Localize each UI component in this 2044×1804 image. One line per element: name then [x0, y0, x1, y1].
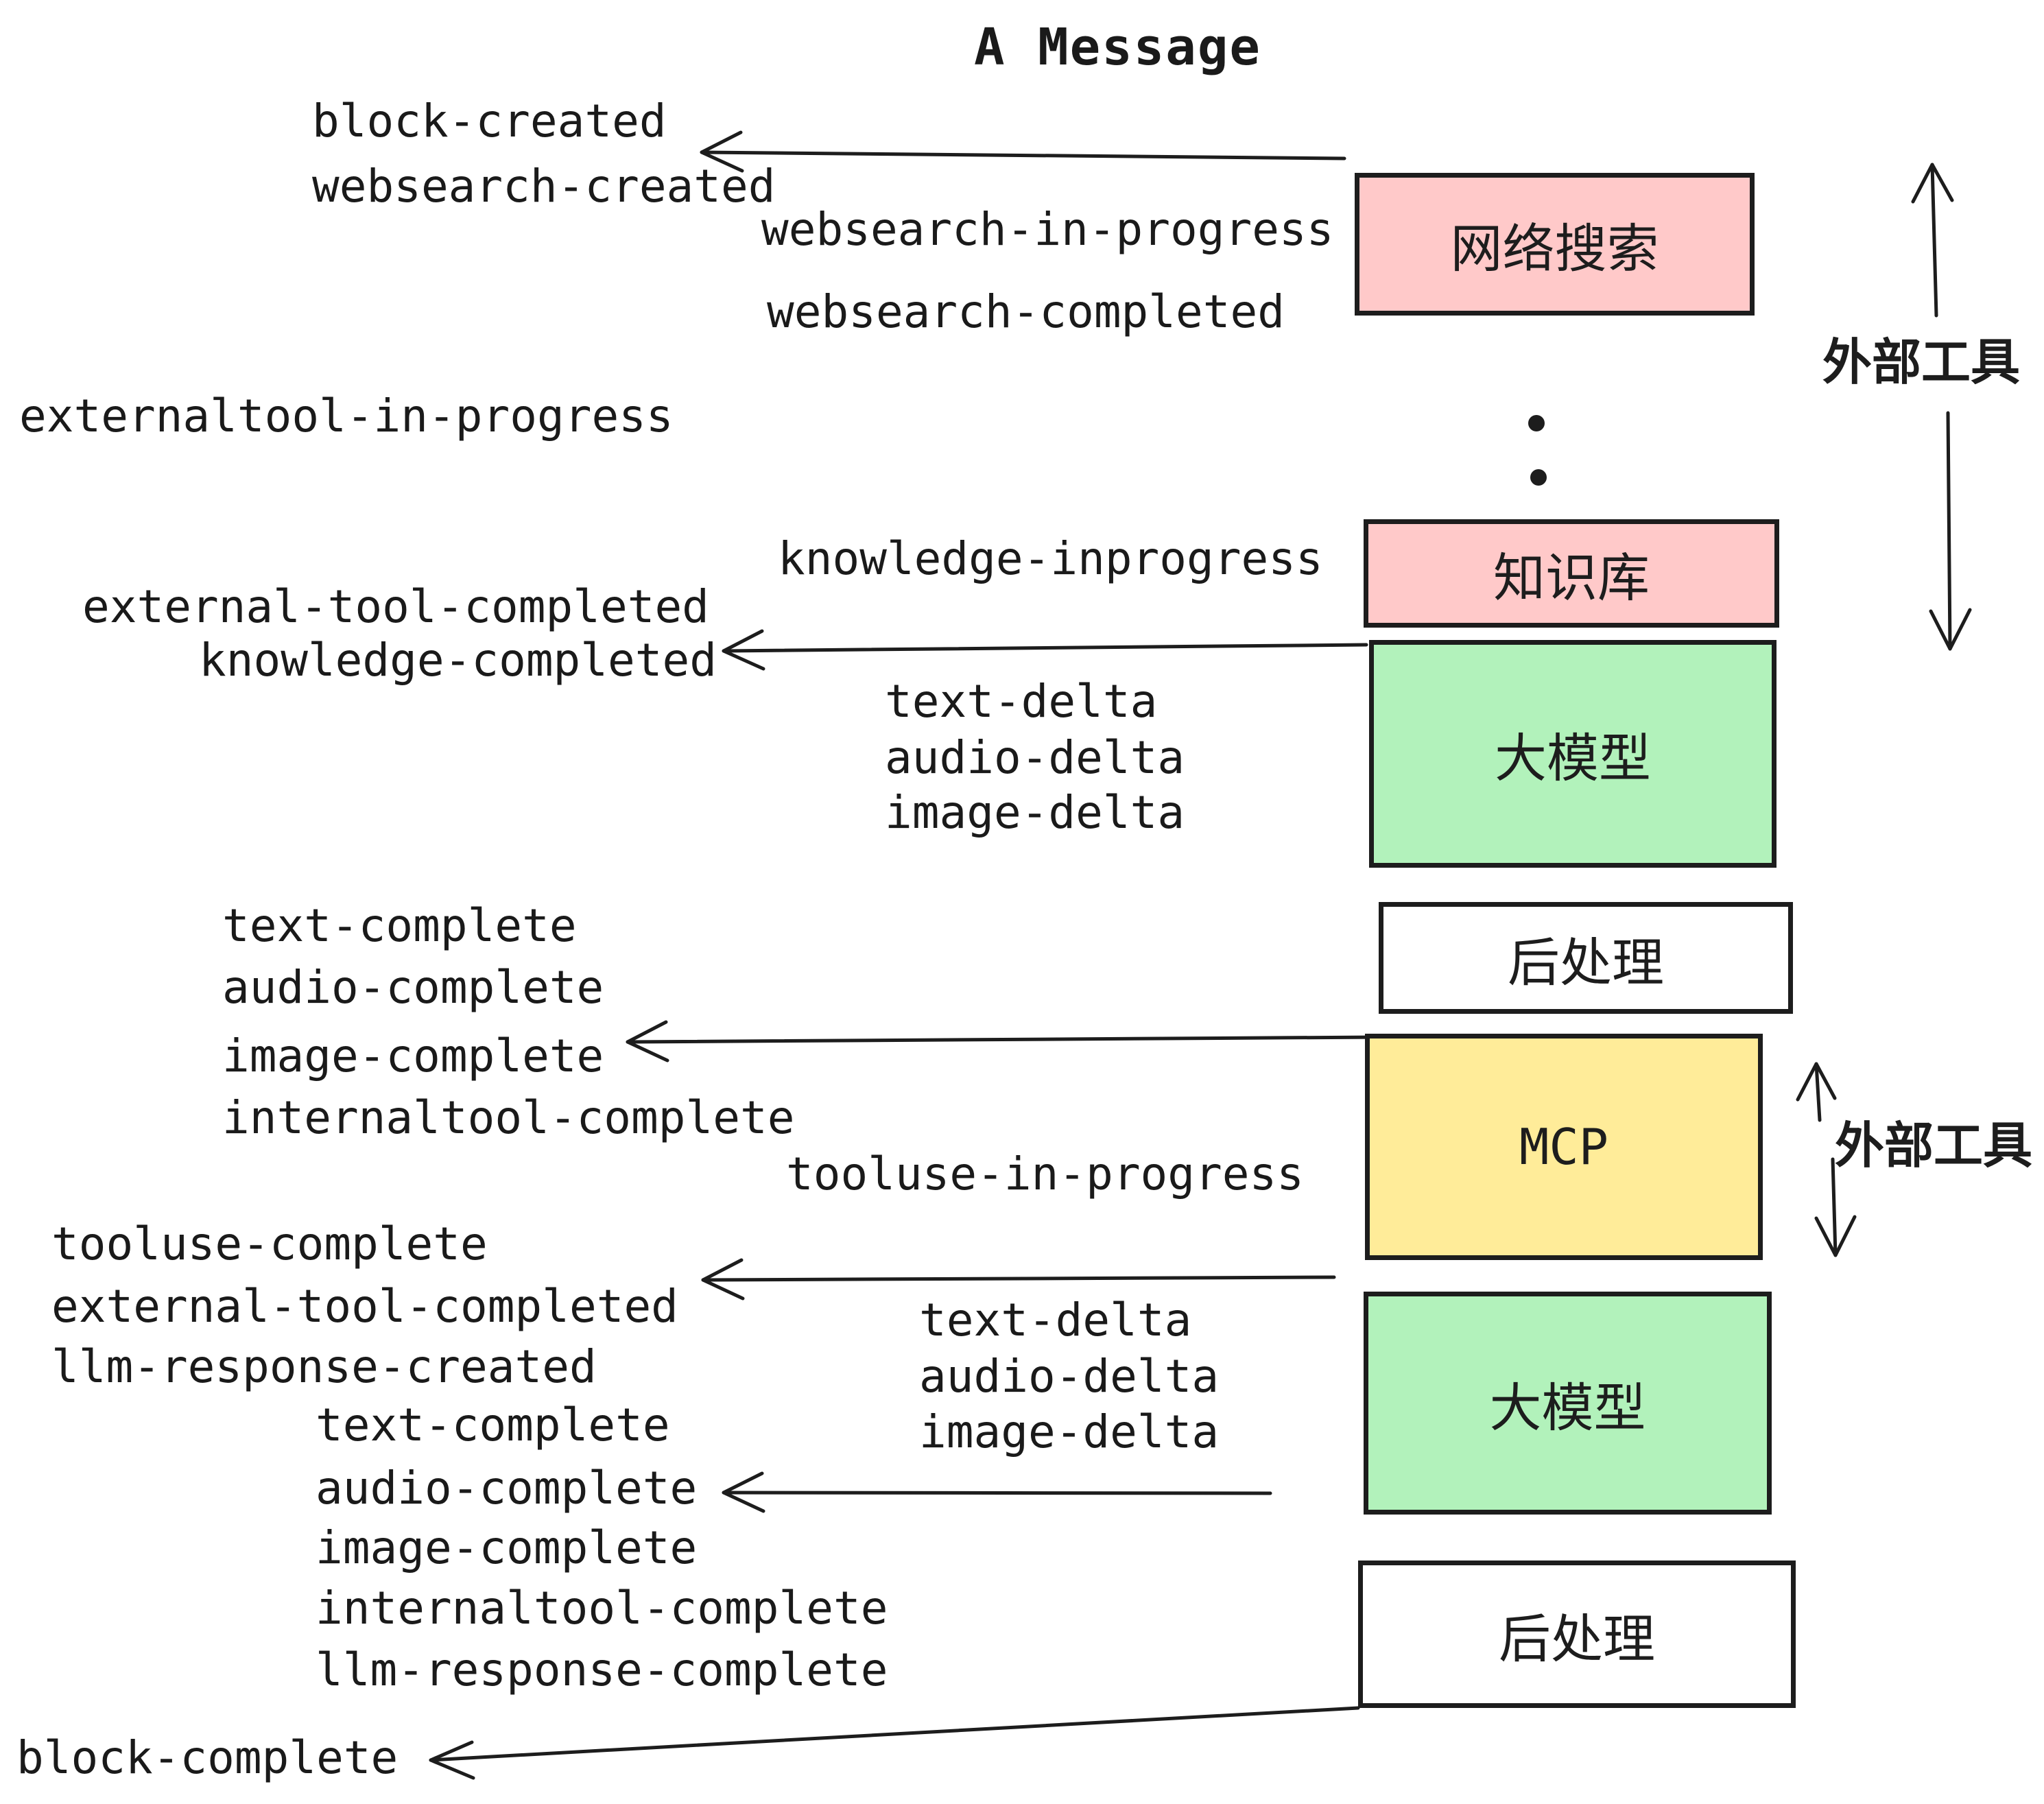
arrow-mcp-to-complete-list-icon	[626, 1020, 1383, 1063]
event-audio-complete-1: audio-complete	[222, 961, 604, 1014]
event-websearch-in-progress: websearch-in-progress	[761, 203, 1334, 256]
event-image-complete-2: image-complete	[316, 1521, 698, 1574]
event-text-delta-1: text-delta	[885, 675, 1158, 728]
external-tools-label-bottom: 外部工具	[1835, 1117, 2033, 1174]
llm-box-2-label: 大模型	[1489, 1377, 1646, 1438]
postprocess-box-2-label: 后处理	[1499, 1608, 1655, 1670]
mcp-external-tools-down-arrow-icon	[1814, 1157, 1857, 1257]
knowledge-base-box: 知识库	[1364, 519, 1779, 628]
event-block-complete: block-complete	[16, 1731, 399, 1784]
event-audio-complete-2: audio-complete	[316, 1462, 698, 1515]
event-externaltool-in-progress: externaltool-in-progress	[19, 390, 674, 442]
postprocess-box-1: 后处理	[1379, 902, 1793, 1014]
event-llm-response-created: llm-response-created	[51, 1340, 597, 1393]
event-tooluse-in-progress: tooluse-in-progress	[786, 1148, 1304, 1200]
event-external-tool-completed-1: external-tool-completed	[82, 580, 709, 633]
event-text-complete-2: text-complete	[316, 1399, 670, 1451]
event-image-complete-1: image-complete	[222, 1030, 604, 1082]
diagram-title: A Message	[974, 18, 1261, 77]
arrow-knowledge-to-knowledge-completed-icon	[722, 629, 1368, 671]
postprocess-box-1-label: 后处理	[1508, 931, 1664, 993]
websearch-box-label: 网络搜索	[1450, 218, 1659, 279]
event-external-tool-completed-2: external-tool-completed	[51, 1280, 678, 1333]
arrow-llm2-to-audio-complete-icon	[722, 1471, 1272, 1513]
event-internaltool-complete-2: internaltool-complete	[316, 1582, 888, 1635]
event-internaltool-complete-1: internaltool-complete	[222, 1091, 795, 1144]
mcp-box: MCP	[1365, 1034, 1763, 1260]
llm-box-1-label: 大模型	[1495, 728, 1651, 789]
event-image-delta-2: image-delta	[919, 1405, 1220, 1458]
postprocess-box-2: 后处理	[1358, 1560, 1796, 1708]
event-knowledge-completed: knowledge-completed	[199, 634, 717, 687]
event-audio-delta-2: audio-delta	[919, 1350, 1220, 1403]
websearch-box: 网络搜索	[1355, 173, 1755, 316]
event-websearch-created: websearch-created	[312, 160, 776, 213]
llm-box-1: 大模型	[1369, 640, 1776, 868]
event-knowledge-inprogress: knowledge-inprogress	[778, 532, 1323, 585]
arrow-post2-to-block-complete-icon	[429, 1706, 1360, 1780]
event-llm-response-complete: llm-response-complete	[316, 1643, 888, 1696]
llm-box-2: 大模型	[1364, 1292, 1772, 1515]
event-tooluse-complete: tooluse-complete	[51, 1218, 488, 1270]
external-tools-up-arrow-icon	[1911, 163, 1954, 318]
arrow-websearch-to-block-created-icon	[700, 130, 1346, 173]
mcp-external-tools-up-arrow-icon	[1796, 1062, 1837, 1122]
external-tools-down-arrow-icon	[1929, 411, 1972, 651]
external-tools-label-top: 外部工具	[1822, 333, 2021, 391]
event-websearch-completed: websearch-completed	[767, 285, 1285, 338]
event-text-delta-2: text-delta	[919, 1294, 1192, 1346]
event-audio-delta-1: audio-delta	[885, 731, 1185, 784]
arrow-mcp-bottom-to-tooluse-complete-icon	[701, 1258, 1336, 1301]
mcp-box-label: MCP	[1519, 1118, 1609, 1176]
knowledge-base-box-label: 知识库	[1493, 547, 1650, 608]
event-text-complete-1: text-complete	[222, 899, 577, 952]
event-block-created: block-created	[312, 95, 667, 147]
event-image-delta-1: image-delta	[885, 786, 1185, 839]
